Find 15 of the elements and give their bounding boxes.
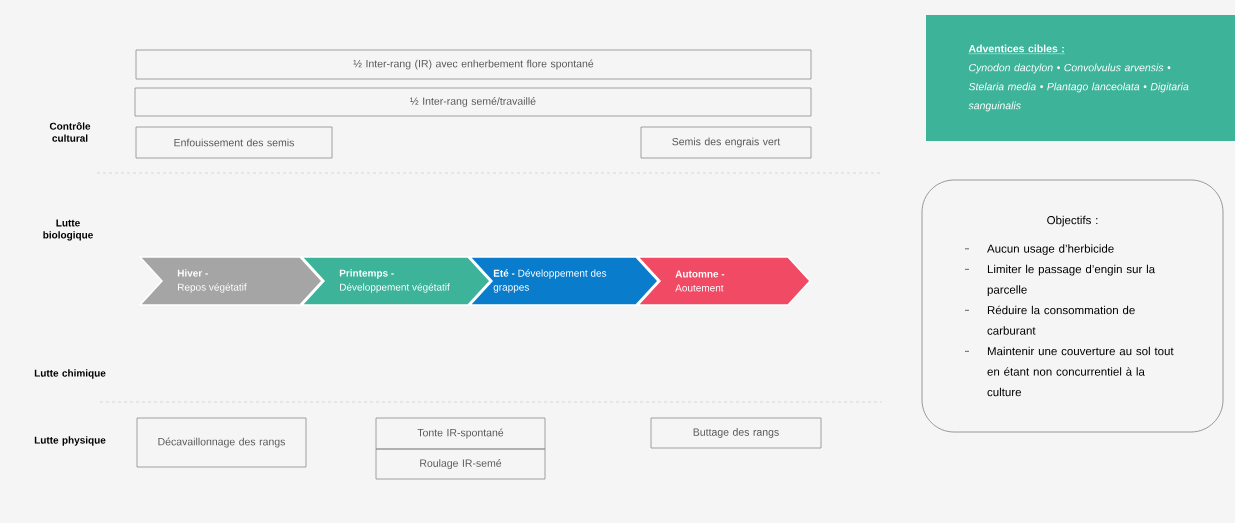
text-box: Semis des engrais vert [640, 126, 812, 159]
text-box: Buttage des rangs [650, 417, 822, 449]
text-box: ½ Inter-rang (IR) avec enherbement flore spontané [135, 49, 812, 80]
row-heading: Lutte chimique [34, 369, 106, 379]
row-heading: Lutte biologique [43, 219, 93, 241]
text-box: Enfouissement des semis [135, 126, 333, 159]
row-heading: Contrôle cultural [49, 122, 91, 142]
text-box: Tonte IR-spontané [375, 417, 546, 450]
text-box: Roulage IR-semé [375, 448, 546, 480]
phase-label: Automne - Aoutement [675, 270, 725, 292]
text-box: Décavaillonnage des rangs [136, 417, 307, 468]
row-heading: Lutte physique [34, 436, 106, 446]
objectives-box: Objectifs : Aucun usage d’herbicide Limiter le passage d’engin sur la parcelle Réduire la consommation de carburant Maintenir une couverture au sol tout en étant non concurrentiel à la culture [921, 179, 1224, 433]
text-box: ½ Inter-rang semé/travaillé [134, 87, 812, 117]
species-panel: Adventices cibles : Cynodon dactylon • Convolvulus arvensis • Stelaria media • Plantago lanceolata • Digitaria sanguinalis [926, 15, 1235, 141]
